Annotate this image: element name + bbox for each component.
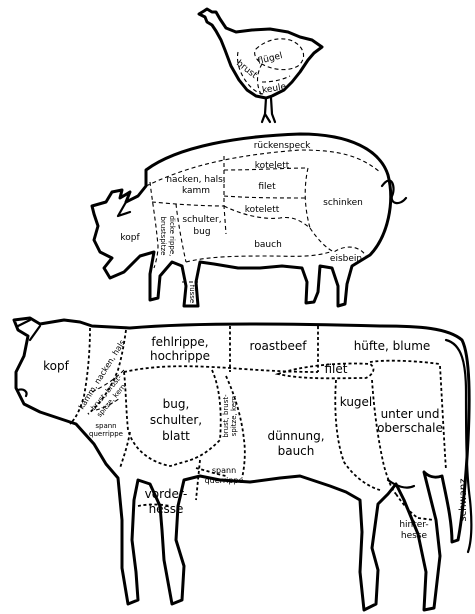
label-fehlrippe-line1: fehlrippe,: [151, 335, 208, 349]
label-duennung-line1: dünnung,: [267, 429, 324, 443]
label-pig-kopf: kopf: [120, 233, 140, 243]
label-huefte: hüfte, blume: [354, 339, 431, 353]
label-vorder-line1: vorder-: [145, 487, 188, 501]
label-bug-line2: schulter,: [150, 413, 202, 427]
label-roastbeef: roastbeef: [250, 339, 308, 353]
label-fuesse: füsse: [188, 285, 196, 304]
pig-outline: [92, 134, 391, 306]
label-pig-kotelett-top: kotelett: [255, 161, 290, 171]
label-cow-kopf: kopf: [43, 359, 69, 373]
pig-figure: rückenspeck kotelett nacken, hals, kamm …: [92, 134, 406, 306]
label-bug-line1: bug,: [163, 397, 190, 411]
label-nacken-line1: nacken, hals,: [166, 175, 225, 185]
label-unter-line2: oberschale: [377, 421, 443, 435]
chicken-leg: [262, 98, 275, 122]
label-spann-a-line2: querrippe: [89, 430, 123, 438]
label-kugel: kugel: [340, 395, 373, 409]
label-schwanz: schwanz: [458, 479, 469, 522]
label-eisbein: eisbein: [330, 254, 362, 264]
label-hinter-line2: hesse: [401, 531, 428, 541]
label-rueckenspeck: rückenspeck: [254, 141, 311, 151]
label-brustspitze: brustspitze: [159, 217, 167, 256]
label-schulter-line2: bug: [193, 227, 210, 237]
label-spann-a-line1: spann: [95, 422, 116, 430]
label-fehlrippe-line2: hochrippe: [150, 349, 210, 363]
label-nacken-line2: kamm: [182, 186, 210, 196]
label-cow-filet: filet: [325, 362, 348, 376]
label-vorder-line2: hesse: [149, 502, 184, 516]
label-duennung-line2: bauch: [278, 444, 315, 458]
label-schulter-line1: schulter,: [182, 215, 221, 225]
label-unter-line1: unter und: [381, 407, 440, 421]
label-schinken: schinken: [323, 198, 363, 208]
cow-figure: kopf kamm, nacken, hals brust, brust- sp…: [14, 318, 471, 610]
label-dicke-rippe: dicke rippe,: [168, 216, 176, 257]
label-spann-b-line2: querrippe: [205, 476, 244, 485]
label-bug-line3: blatt: [162, 429, 190, 443]
label-spann-b-line1: spann: [212, 466, 236, 475]
label-hinter-line1: hinter-: [399, 520, 428, 530]
label-pig-bauch: bauch: [254, 240, 282, 250]
chicken-figure: flügel brust keule: [199, 9, 322, 122]
label-pig-filet: filet: [258, 182, 276, 192]
label-brust-b-line2: spitze, kern: [230, 396, 238, 437]
cow-outline: [14, 318, 469, 610]
label-pig-kotelett-mid: kotelett: [245, 205, 280, 215]
label-brust-b-line1: brust, brust-: [222, 394, 230, 438]
